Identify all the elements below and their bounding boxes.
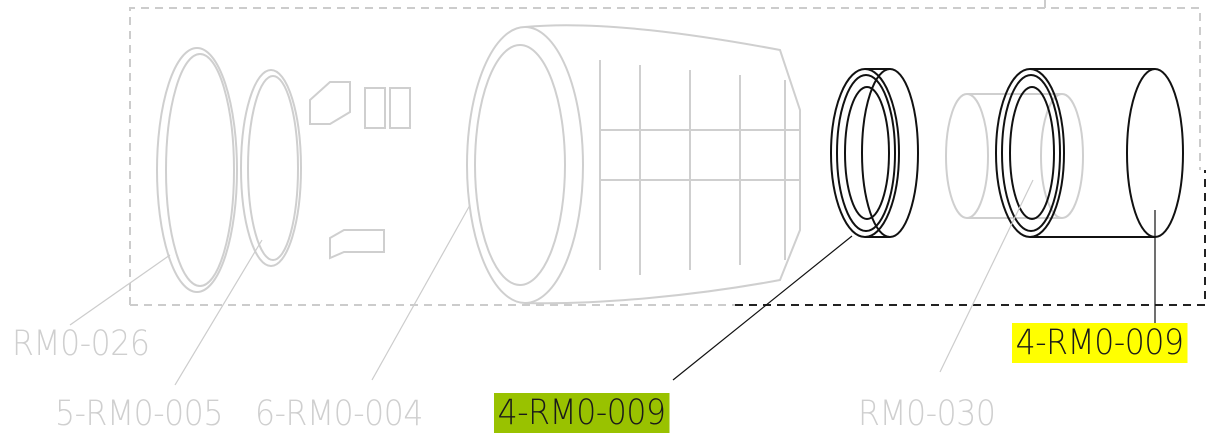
leader-lines	[69, 179, 1156, 386]
part-snap-ring-large	[156, 47, 238, 293]
part-snap-ring-small	[240, 69, 302, 267]
part-label-6-rm0-004[interactable]: 6-RM0-004	[255, 394, 423, 434]
part-label-4-rm0-009-yellow[interactable]: 4-RM0-009	[1012, 323, 1188, 363]
part-pawls	[309, 81, 411, 260]
part-label-4-rm0-009-green[interactable]: 4-RM0-009	[494, 393, 670, 433]
part-freehub-body	[466, 24, 801, 305]
group-outline	[129, 0, 1206, 306]
part-label-rm0-026[interactable]: RM0-026	[12, 324, 150, 364]
part-label-5-rm0-005[interactable]: 5-RM0-005	[55, 394, 223, 434]
faded-parts	[156, 24, 1084, 305]
bearing-left[interactable]	[830, 68, 919, 238]
part-label-rm0-030[interactable]: RM0-030	[858, 394, 996, 434]
part-spacer	[945, 93, 1084, 219]
